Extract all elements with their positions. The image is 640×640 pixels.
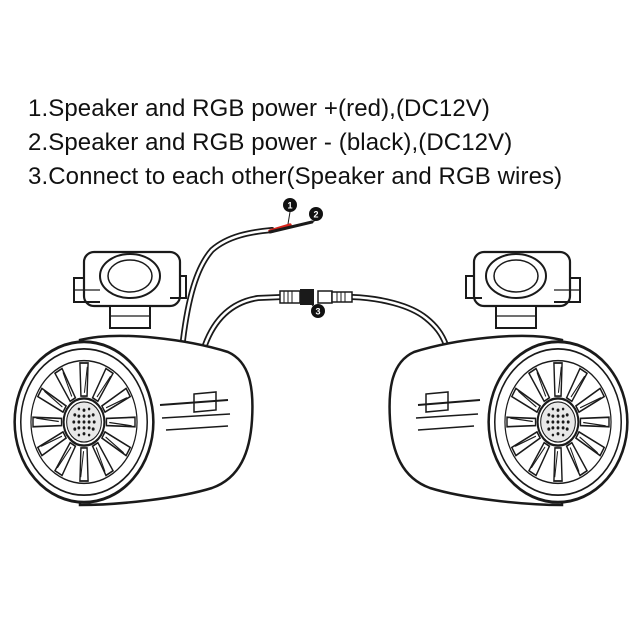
power-cable — [180, 220, 314, 343]
left-clamp-icon — [73, 250, 187, 329]
callout-1: 1 — [283, 198, 297, 225]
instruction-3: 3.Connect to each other(Speaker and RGB … — [28, 163, 563, 190]
callout-3-label: 3 — [315, 307, 320, 317]
instruction-list: 1.Speaker and RGB power +(red),(DC12V) 2… — [28, 92, 638, 194]
left-speaker — [13, 250, 254, 507]
right-grille — [487, 340, 629, 504]
instruction-2: 2.Speaker and RGB power - (black),(DC12V… — [28, 129, 513, 156]
callout-2-label: 2 — [313, 210, 318, 220]
right-clamp-icon — [465, 250, 581, 329]
callout-3: 3 — [311, 304, 325, 318]
instruction-1: 1.Speaker and RGB power +(red),(DC12V) — [28, 95, 491, 122]
black-wire — [268, 220, 314, 234]
callout-2: 2 — [309, 207, 323, 223]
wire-connector-icon — [279, 289, 353, 305]
interconnect-cable — [202, 294, 449, 348]
right-speaker — [388, 250, 629, 507]
left-grille — [13, 340, 155, 504]
callout-1-label: 1 — [287, 201, 292, 211]
